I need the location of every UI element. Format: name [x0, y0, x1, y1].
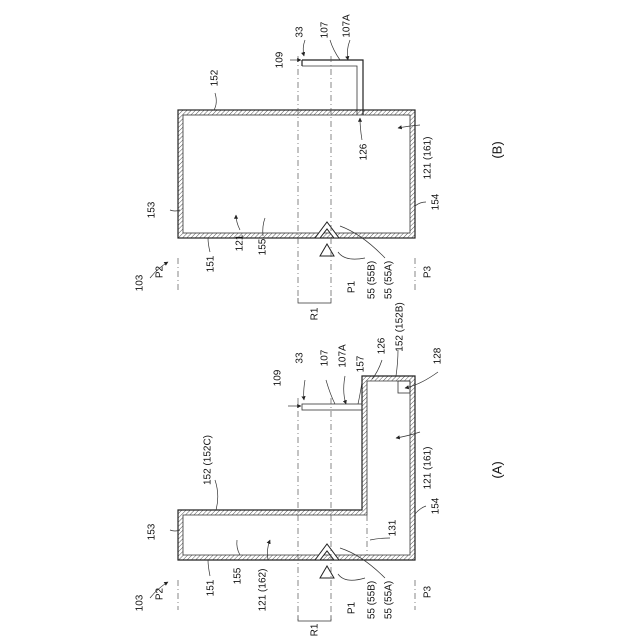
span-r1-b — [298, 298, 331, 303]
label-154-a: 154 — [431, 497, 442, 514]
leader-107a-b — [347, 40, 350, 60]
label-103-b: 103 — [135, 274, 146, 291]
label-55a-a: 55 (55A) — [384, 581, 395, 619]
panel-label-a: (A) — [489, 461, 504, 478]
label-33-b: 33 — [295, 26, 306, 38]
label-121-b: 121 (161) — [423, 137, 434, 180]
leader-153-b — [170, 210, 180, 211]
leader-152c-a — [215, 480, 218, 510]
label-128-a: 128 — [433, 347, 444, 364]
label-152b-a: 152 (152B) — [395, 302, 406, 351]
label-55a-b: 55 (55A) — [384, 261, 395, 299]
label-103-a: 103 — [135, 594, 146, 611]
label-126-b: 126 — [359, 143, 370, 160]
leader-151-b — [208, 238, 210, 252]
label-p1-b: P1 — [347, 280, 358, 293]
label-r1-a: R1 — [310, 623, 321, 636]
label-p3-a: P3 — [423, 585, 434, 598]
label-152-b: 152 — [210, 69, 221, 86]
leader-152b-a — [396, 350, 398, 376]
leader-55b-a — [338, 574, 365, 580]
figure-a: 109 33 107 107A 157 126 152 (152B) 128 1… — [135, 302, 505, 636]
label-109-a: 109 — [273, 369, 284, 386]
label-121-a: 121 (161) — [423, 447, 434, 490]
pipe-107-inner-b — [302, 66, 357, 115]
label-121b-a: 121 (162) — [258, 569, 269, 612]
leader-55a-a — [340, 548, 385, 578]
label-55b-a: 55 (55B) — [367, 581, 378, 619]
label-153-b: 153 — [147, 201, 158, 218]
label-33-a: 33 — [295, 352, 306, 364]
leader-152-b — [214, 93, 216, 110]
valve-triangle-a — [320, 566, 334, 578]
label-r1-b: R1 — [310, 307, 321, 320]
label-155-b: 155 — [258, 238, 269, 255]
container-inner-edge-a — [183, 381, 410, 555]
leader-153-a — [170, 530, 180, 531]
figure-b: 109 33 107 107A 152 126 121 (161) 153 12… — [135, 14, 505, 320]
leader-33-a — [304, 380, 305, 400]
label-151-a: 151 — [206, 579, 217, 596]
panel-label-b: (B) — [489, 141, 504, 158]
label-p2-a: P2 — [155, 587, 166, 600]
leader-131-a — [370, 538, 390, 540]
leader-154-b — [415, 202, 426, 206]
container-interior-b — [183, 115, 410, 233]
leader-121-a — [396, 432, 420, 438]
leader-55b-b — [338, 252, 365, 259]
pipe-107-outer-b — [302, 60, 363, 115]
label-55b-b: 55 (55B) — [367, 261, 378, 299]
label-131-a: 131 — [388, 519, 399, 536]
label-153-a: 153 — [147, 523, 158, 540]
label-157-a: 157 — [356, 355, 367, 372]
label-151-b: 151 — [206, 255, 217, 272]
leader-154-a — [415, 506, 426, 514]
label-126-a: 126 — [377, 337, 388, 354]
leader-33-b — [303, 40, 305, 56]
span-r1-a — [298, 616, 331, 621]
valve-triangle-b — [320, 244, 334, 256]
leader-107a-a — [344, 376, 346, 404]
label-109-b: 109 — [275, 51, 286, 68]
label-107a-b: 107A — [342, 14, 353, 38]
label-155-a: 155 — [233, 567, 244, 584]
label-152c-a: 152 (152C) — [203, 435, 214, 485]
leader-107-a — [326, 380, 335, 404]
label-107-a: 107 — [320, 349, 331, 366]
label-107a-a: 107A — [338, 344, 349, 368]
label-121b-b: 121 — [235, 234, 246, 251]
leader-107-b — [330, 40, 340, 60]
pipe-107-a — [302, 404, 362, 410]
label-p1-a: P1 — [347, 601, 358, 614]
leader-155-a — [237, 540, 240, 555]
label-154-b: 154 — [431, 193, 442, 210]
label-107-b: 107 — [320, 21, 331, 38]
label-p3-b: P3 — [423, 265, 434, 278]
label-p2-b: P2 — [155, 265, 166, 278]
leader-151-a — [208, 560, 210, 576]
